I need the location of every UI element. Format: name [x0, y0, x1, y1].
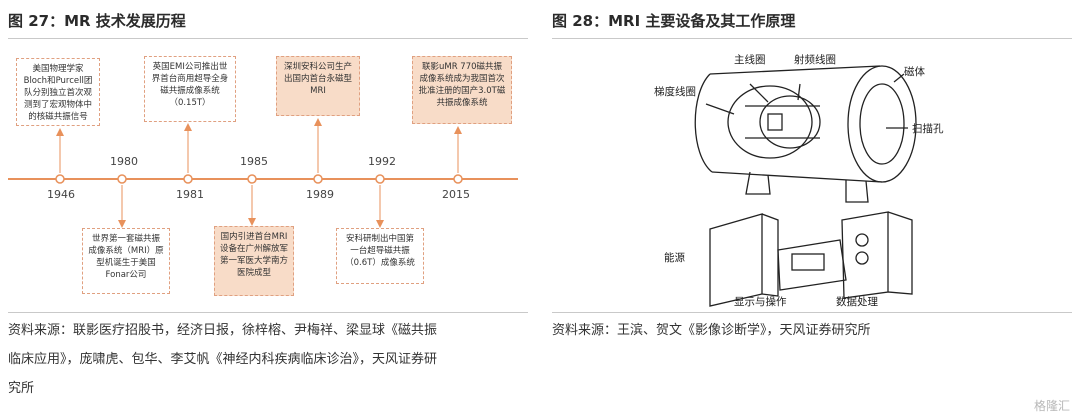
event-box-2015: 联影uMR 770磁共振成像系统成为我国首次批准注册的国产3.0T磁共振成像系统 [412, 56, 512, 124]
mri-drawing [694, 65, 917, 307]
gradient-coil-shape [727, 85, 813, 159]
mri-diagram: 主线圈 射频线圈 梯度线圈 磁体 扫描孔 能源 显示与操作 数据处理 [650, 44, 950, 312]
operator-console [777, 239, 847, 291]
year-1980: 1980 [110, 155, 138, 168]
callout-rf [797, 83, 801, 101]
event-box-1981: 英国EMI公司推出世界首台商用超导全身磁共振成像系统（0.15T） [144, 56, 236, 122]
console-screen [791, 253, 825, 271]
event-box-1985: 国内引进首台MRI设备在广州解放军第一军医大学南方医院成型 [214, 226, 294, 296]
node-1992 [375, 174, 385, 184]
arrow-1981 [184, 123, 192, 131]
main-coil-lines [745, 105, 820, 139]
label-processing: 数据处理 [836, 296, 878, 308]
scan-bore [859, 83, 905, 165]
leg-right [845, 180, 869, 203]
magnet-top-edge [709, 65, 881, 75]
event-box-1946: 美国物理学家Bloch和Purcell团队分别独立首次观测到了宏观物体中的核磁共… [16, 58, 100, 126]
label-power: 能源 [664, 252, 685, 264]
event-box-1989: 深圳安科公司生产出国内首台永磁型MRI [276, 56, 360, 116]
event-box-1992: 安科研制出中国第一台超导磁共振（0.6T）成像系统 [336, 228, 424, 284]
year-1989: 1989 [306, 188, 334, 201]
coil-core [767, 113, 783, 131]
disk-2 [855, 251, 869, 265]
callout-main [749, 83, 769, 103]
node-1946 [55, 174, 65, 184]
processing-cabinet [841, 211, 889, 299]
label-rf-coil: 射频线圈 [794, 54, 836, 66]
source-divider-right [552, 312, 1072, 313]
arrow-1992 [376, 220, 384, 228]
label-magnet: 磁体 [904, 66, 925, 78]
year-2015: 2015 [442, 188, 470, 201]
source-right: 资料来源：王滨、贺文《影像诊断学》，天风证券研究所 [552, 316, 1072, 345]
label-gradient-coil: 梯度线圈 [654, 86, 696, 98]
source-left-line-3: 究所 [8, 381, 35, 396]
rf-coil-shape [759, 95, 821, 149]
arrow-1946 [56, 128, 64, 136]
year-1981: 1981 [176, 188, 204, 201]
year-1946: 1946 [47, 188, 75, 201]
source-left-line-1: 资料来源：联影医疗招股书，经济日报，徐梓榕、尹梅祥、梁显球《磁共振 [8, 323, 438, 338]
source-left-line-2: 临床应用》，庞啸虎、包华、李艾帆《神经内科疾病临床诊治》，天风证券研 [8, 352, 438, 367]
callout-gradient [705, 103, 735, 115]
year-1992: 1992 [368, 155, 396, 168]
arrow-1980 [118, 220, 126, 228]
node-1980 [117, 174, 127, 184]
power-cabinet-side [761, 213, 779, 297]
magnet-bottom-edge [711, 171, 883, 183]
source-right-line-1: 资料来源：王滨、贺文《影像诊断学》，天风证券研究所 [552, 323, 871, 338]
magnet-back-face [694, 73, 713, 173]
processing-cabinet-side [887, 211, 913, 295]
callout-magnet [893, 73, 905, 83]
figure-27-title: 图 27：MR 技术发展历程 [8, 12, 186, 30]
label-scan-hole: 扫描孔 [912, 123, 944, 135]
magnet-front-face [847, 65, 917, 183]
year-1985: 1985 [240, 155, 268, 168]
title-divider-right [552, 38, 1072, 39]
arrow-1985 [248, 218, 256, 226]
arrow-1989 [314, 118, 322, 126]
event-box-1980: 世界第一套磁共振成像系统（MRI）原型机诞生于美国Fonar公司 [82, 228, 170, 294]
node-1981 [183, 174, 193, 184]
source-divider-left [8, 312, 528, 313]
label-main-coil: 主线圈 [734, 54, 766, 66]
timeline: 1946 1980 1981 1985 1989 1992 2015 美国物理学… [0, 40, 528, 310]
power-cabinet [709, 213, 763, 307]
figure-28-title: 图 28：MRI 主要设备及其工作原理 [552, 12, 796, 30]
label-display: 显示与操作 [734, 296, 787, 308]
timeline-axis-svg [8, 118, 518, 228]
node-2015 [453, 174, 463, 184]
source-left: 资料来源：联影医疗招股书，经济日报，徐梓榕、尹梅祥、梁显球《磁共振 临床应用》，… [8, 316, 528, 403]
node-1989 [313, 174, 323, 184]
node-1985 [247, 174, 257, 184]
leg-left [745, 171, 771, 195]
arrow-2015 [454, 126, 462, 134]
disk-1 [855, 233, 869, 247]
title-divider-left [8, 38, 528, 39]
watermark: 格隆汇 [1033, 399, 1070, 413]
